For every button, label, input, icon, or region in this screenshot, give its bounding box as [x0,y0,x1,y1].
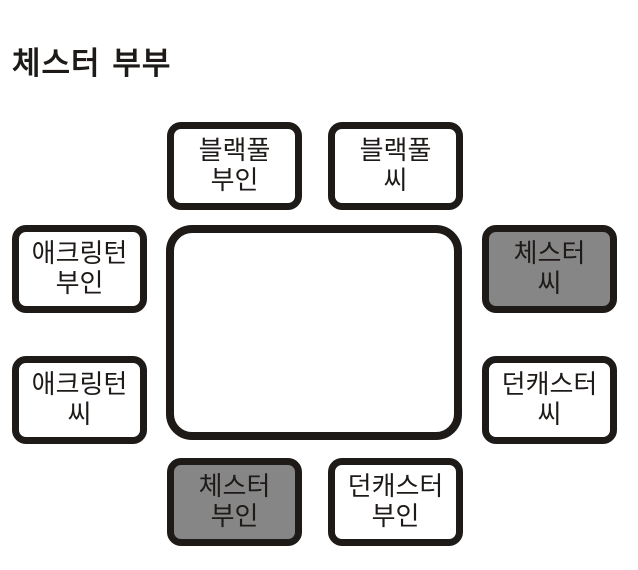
seat-name-line1: 애크링턴 [31,370,128,400]
dining-table [166,225,462,440]
seat-name-line2: 부인 [210,166,259,196]
seat-name-line1: 던캐스터 [347,472,444,502]
seat-name-line1: 블랙풀 [198,136,271,166]
seat-name-line1: 체스터 [198,472,271,502]
seat-bottom-left: 체스터 부인 [167,458,302,546]
seat-name-line2: 부인 [371,502,420,532]
seat-right-lower: 던캐스터 씨 [482,356,617,444]
seat-name-line2: 씨 [383,166,408,196]
page-title: 체스터 부부 [12,46,172,82]
seat-name-line1: 블랙풀 [359,136,432,166]
seat-name-line2: 부인 [210,502,259,532]
seat-name-line2: 씨 [537,400,562,430]
seat-name-line2: 씨 [537,269,562,299]
seat-right-upper: 체스터 씨 [482,225,617,313]
seat-left-upper: 애크링턴 부인 [12,225,147,313]
seat-bottom-right: 던캐스터 부인 [328,458,463,546]
seat-name-line1: 체스터 [513,239,586,269]
seat-name-line1: 애크링턴 [31,239,128,269]
seat-top-left: 블랙풀 부인 [167,122,302,210]
seat-left-lower: 애크링턴 씨 [12,356,147,444]
seat-name-line2: 씨 [67,400,92,430]
seat-top-right: 블랙풀 씨 [328,122,463,210]
seat-name-line1: 던캐스터 [501,370,598,400]
seat-name-line2: 부인 [55,269,104,299]
